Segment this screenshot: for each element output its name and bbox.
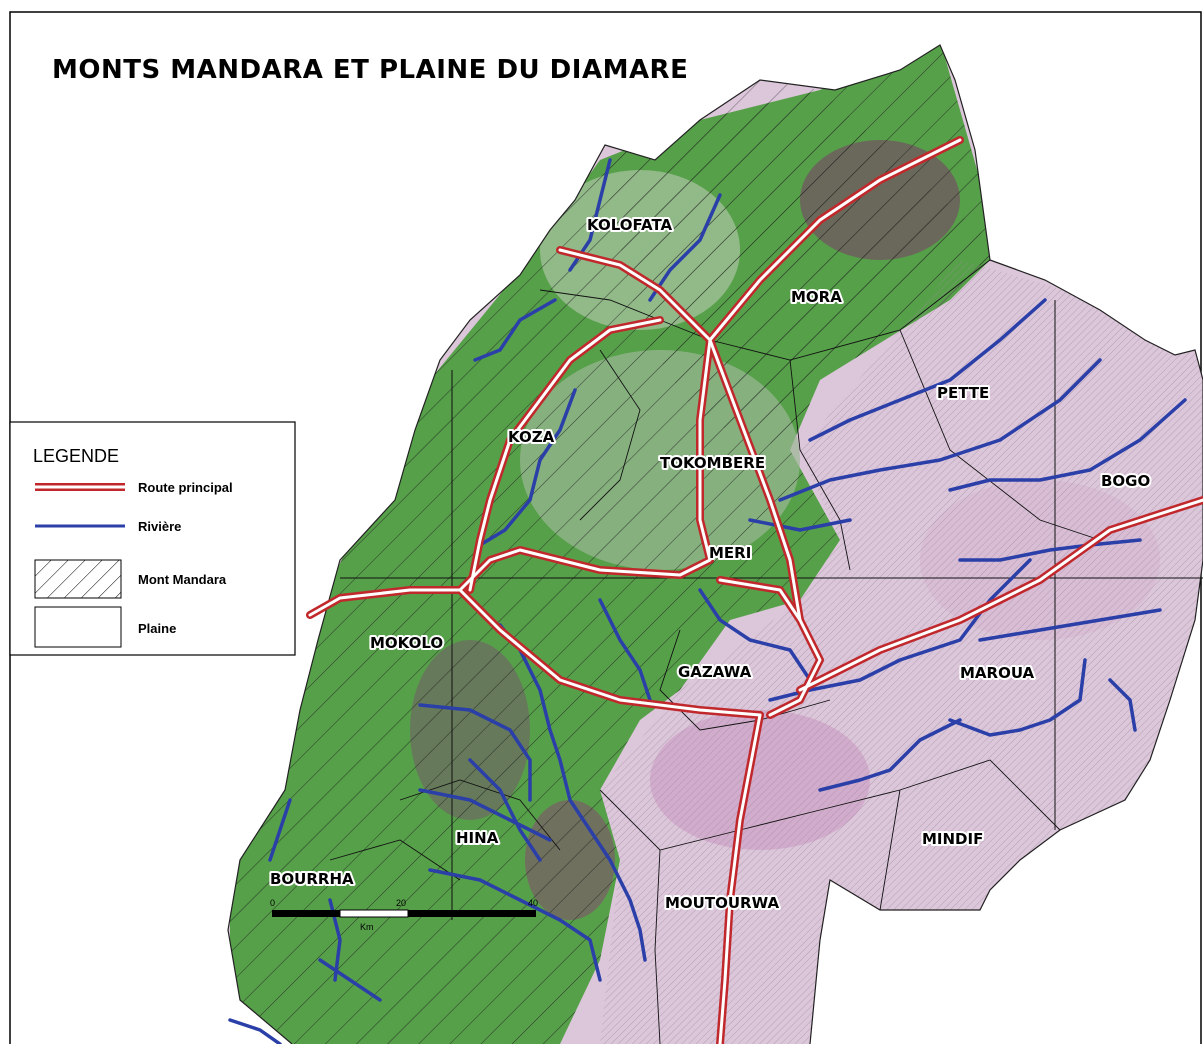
place-label-mokolo: MOKOLO [370, 634, 443, 652]
place-label-moutourwa: MOUTOURWA [665, 894, 779, 912]
river [948, 658, 1087, 737]
river [478, 388, 577, 547]
river [948, 398, 1187, 492]
place-label-meri: MERI [709, 544, 751, 562]
river [958, 538, 1142, 562]
legend-label-river: Rivière [138, 519, 181, 534]
map-title: MONTS MANDARA ET PLAINE DU DIAMARE [52, 55, 688, 85]
river [978, 608, 1162, 642]
district-boundary [659, 629, 831, 731]
district-boundary [579, 349, 641, 521]
river [268, 798, 292, 862]
scale-unit: Km [360, 922, 374, 932]
legend-title: LEGENDE [33, 446, 119, 466]
main-road-core [308, 338, 712, 617]
place-label-bogo: BOGO [1101, 472, 1150, 490]
scale-tick-0: 0 [270, 898, 275, 908]
district-boundary [879, 789, 901, 911]
river [228, 1018, 282, 1044]
river [418, 788, 552, 842]
river [648, 193, 722, 302]
river [818, 718, 962, 792]
scale-segment [408, 910, 536, 917]
district-boundary [399, 779, 561, 851]
place-label-tokombere: TOKOMBERE [660, 454, 765, 472]
place-label-mora: MORA [791, 288, 842, 306]
river [748, 518, 852, 532]
river [418, 703, 532, 802]
river [498, 623, 647, 962]
river [598, 598, 652, 702]
place-labels: KOLOFATA MORA PETTE KOZA TOKOMBERE BOGO MERI MO… [268, 214, 1152, 914]
place-label-gazawa: GAZAWA [678, 663, 752, 681]
river [468, 758, 542, 862]
place-label-koza: KOZA [508, 428, 555, 446]
main-road-core [468, 318, 662, 592]
district-boundary [329, 839, 461, 881]
legend-plain-symbol [34, 606, 122, 648]
river [473, 298, 557, 362]
region-outline [227, 44, 1203, 1044]
main-road-core [798, 498, 1203, 692]
main-road-core [558, 138, 962, 342]
place-label-hina: HINA [456, 829, 499, 847]
scale-segment [339, 909, 409, 918]
roads [306, 136, 1203, 1044]
river [778, 358, 1102, 502]
river [698, 588, 812, 682]
place-label-kolofata: KOLOFATA [587, 216, 673, 234]
scale-tick-40: 40 [528, 898, 538, 908]
place-label-pette: PETTE [937, 384, 989, 402]
river [318, 958, 382, 1002]
place-label-bourrha: BOURRHA [270, 870, 354, 888]
legend: LEGENDE Route principal Rivière Mont Man… [9, 421, 296, 656]
legend-label-road: Route principal [138, 480, 233, 495]
main-road-core [718, 578, 802, 622]
legend-mountain-symbol [34, 559, 122, 599]
legend-box [9, 421, 296, 656]
place-label-mindif: MINDIF [922, 830, 983, 848]
district-boundary [654, 849, 661, 1044]
scale-segment [272, 910, 340, 917]
rivers [228, 158, 1187, 1044]
legend-label-mountain: Mont Mandara [138, 572, 227, 587]
river [808, 298, 1047, 442]
river [1108, 678, 1137, 732]
legend-label-plain: Plaine [138, 621, 176, 636]
place-label-maroua: MAROUA [960, 664, 1035, 682]
river [428, 868, 602, 982]
river [768, 558, 1032, 702]
main-road-core [458, 588, 762, 717]
plain-hatch [600, 260, 1203, 1044]
main-road-core [718, 713, 762, 1044]
scale-tick-20: 20 [396, 898, 406, 908]
scale-bar: 0 20 40 Km [270, 898, 538, 932]
main-road-core [708, 338, 822, 717]
